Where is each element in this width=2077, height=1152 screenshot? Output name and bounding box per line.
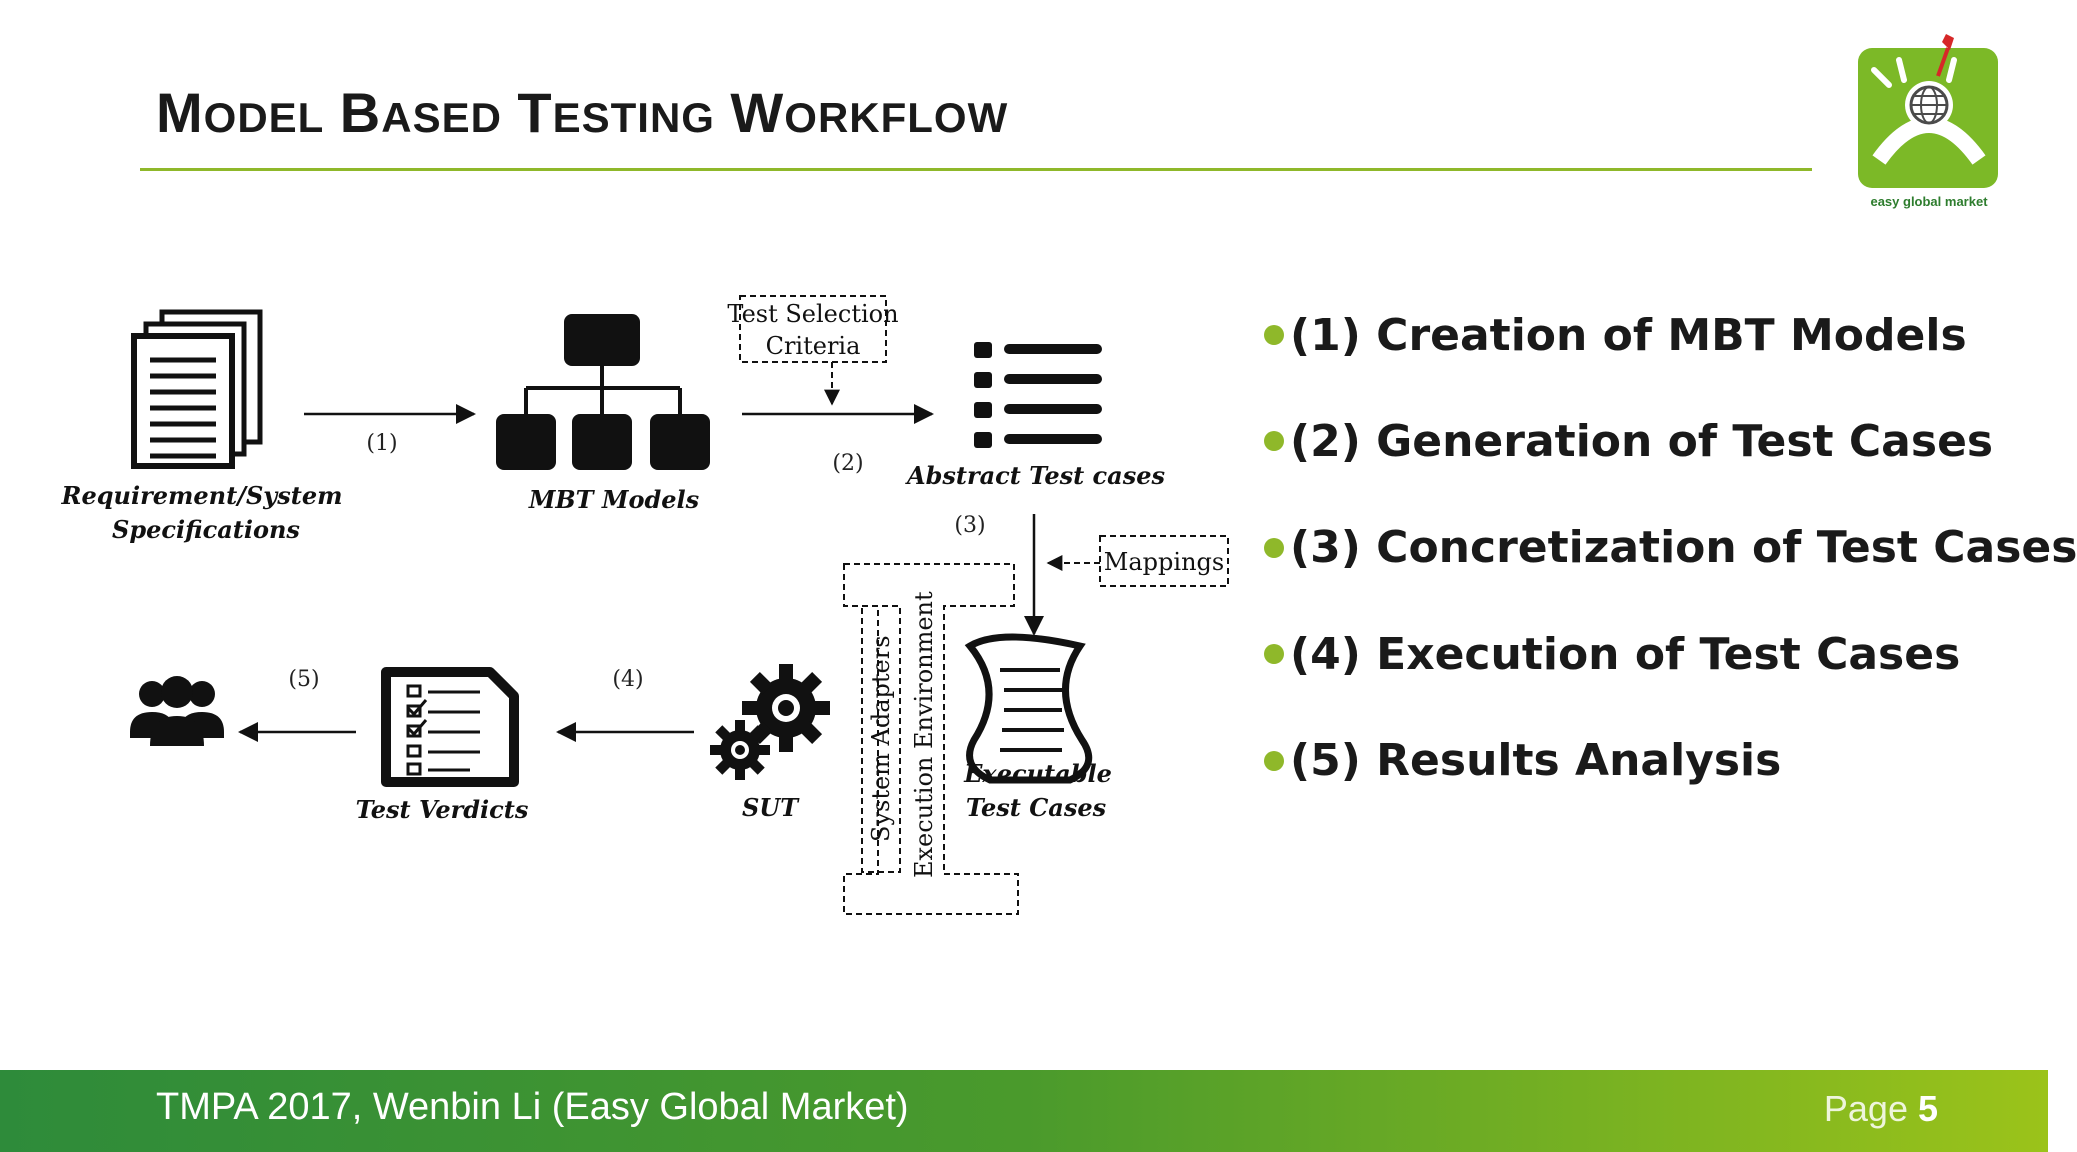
bullet-text: (1) Creation of MBT Models	[1290, 309, 1967, 361]
title-rest: ASED	[381, 94, 502, 141]
title-rest: ODEL	[203, 94, 325, 141]
title-initial: T	[517, 81, 553, 144]
hierarchy-icon	[496, 314, 710, 470]
title-underline	[140, 168, 1812, 171]
bullet-item: (4) Execution of Test Cases	[1264, 601, 2077, 708]
bullet-text: (5) Results Analysis	[1290, 735, 1782, 787]
system-adapters-label: System Adapters	[867, 635, 895, 842]
mbt-models-label: MBT Models	[528, 485, 700, 514]
bullet-item: (2) Generation of Test Cases	[1264, 388, 2077, 495]
bullet-dot	[1264, 325, 1284, 345]
bullet-text: (2) Generation of Test Cases	[1290, 415, 1994, 467]
requirement-label: Requirement/System	[61, 481, 343, 510]
bullet-dot	[1264, 431, 1284, 452]
page-number: 5	[1917, 1088, 1938, 1129]
system-adapters-box	[861, 605, 901, 873]
executable-label-1: Executable	[963, 759, 1112, 788]
bullet-text: (3) Concretization of Test Cases	[1290, 522, 2077, 574]
step-4-label: (4)	[612, 667, 643, 692]
title-initial: B	[339, 81, 382, 144]
bullet-dot	[1264, 750, 1284, 771]
step-2-label: (2)	[832, 451, 863, 476]
execution-environment-label: Execution Environment	[910, 591, 938, 878]
document-stack-icon	[131, 309, 263, 469]
company-logo: easy global market	[1858, 34, 1998, 209]
specifications-label: Specifications	[112, 515, 300, 544]
checklist-icon	[381, 667, 519, 787]
gears-icon	[710, 664, 830, 780]
step-3-label: (3)	[954, 513, 985, 538]
slide-title: MODEL BASED TESTING WORKFLOW	[156, 80, 1008, 145]
abstract-test-cases-label: Abstract Test cases	[905, 461, 1166, 490]
title-rest: ESTING	[552, 94, 715, 141]
bullet-dot	[1264, 644, 1284, 665]
footer-text: TMPA 2017, Wenbin Li (Easy Global Market…	[156, 1086, 909, 1128]
step-1-label: (1)	[366, 431, 397, 456]
mappings-label: Mappings	[1104, 548, 1224, 576]
list-icon	[974, 342, 1102, 448]
bullet-item: (3) Concretization of Test Cases	[1264, 495, 2077, 602]
criteria-label-1: Test Selection	[727, 300, 898, 328]
test-verdicts-label: Test Verdicts	[356, 795, 529, 824]
criteria-label-2: Criteria	[766, 332, 861, 360]
bullet-dot	[1264, 537, 1284, 558]
page-label: Page	[1823, 1088, 1908, 1129]
title-initial: M	[156, 81, 204, 144]
scroll-icon	[964, 633, 1093, 784]
steps-bullet-list: (1) Creation of MBT Models (2) Generatio…	[1264, 282, 2077, 814]
bullet-item: (5) Results Analysis	[1264, 708, 2077, 815]
criteria-box	[739, 295, 887, 363]
mappings-box	[1099, 535, 1229, 587]
step-5-label: (5)	[288, 667, 319, 692]
footer-bar: TMPA 2017, Wenbin Li (Easy Global Market…	[0, 1070, 2048, 1152]
globe-icon	[1909, 85, 1949, 125]
bullet-item: (1) Creation of MBT Models	[1264, 282, 2077, 388]
mbt-workflow-diagram: Requirement/System Specifications (1) MB…	[61, 295, 1229, 915]
sut-label: SUT	[742, 793, 800, 822]
executable-label-2: Test Cases	[966, 793, 1107, 822]
bullet-text: (4) Execution of Test Cases	[1290, 628, 1961, 680]
users-icon	[130, 676, 224, 746]
title-initial: W	[730, 81, 785, 144]
title-rest: ORKFLOW	[784, 94, 1009, 141]
logo-text: easy global market	[1870, 194, 1988, 209]
